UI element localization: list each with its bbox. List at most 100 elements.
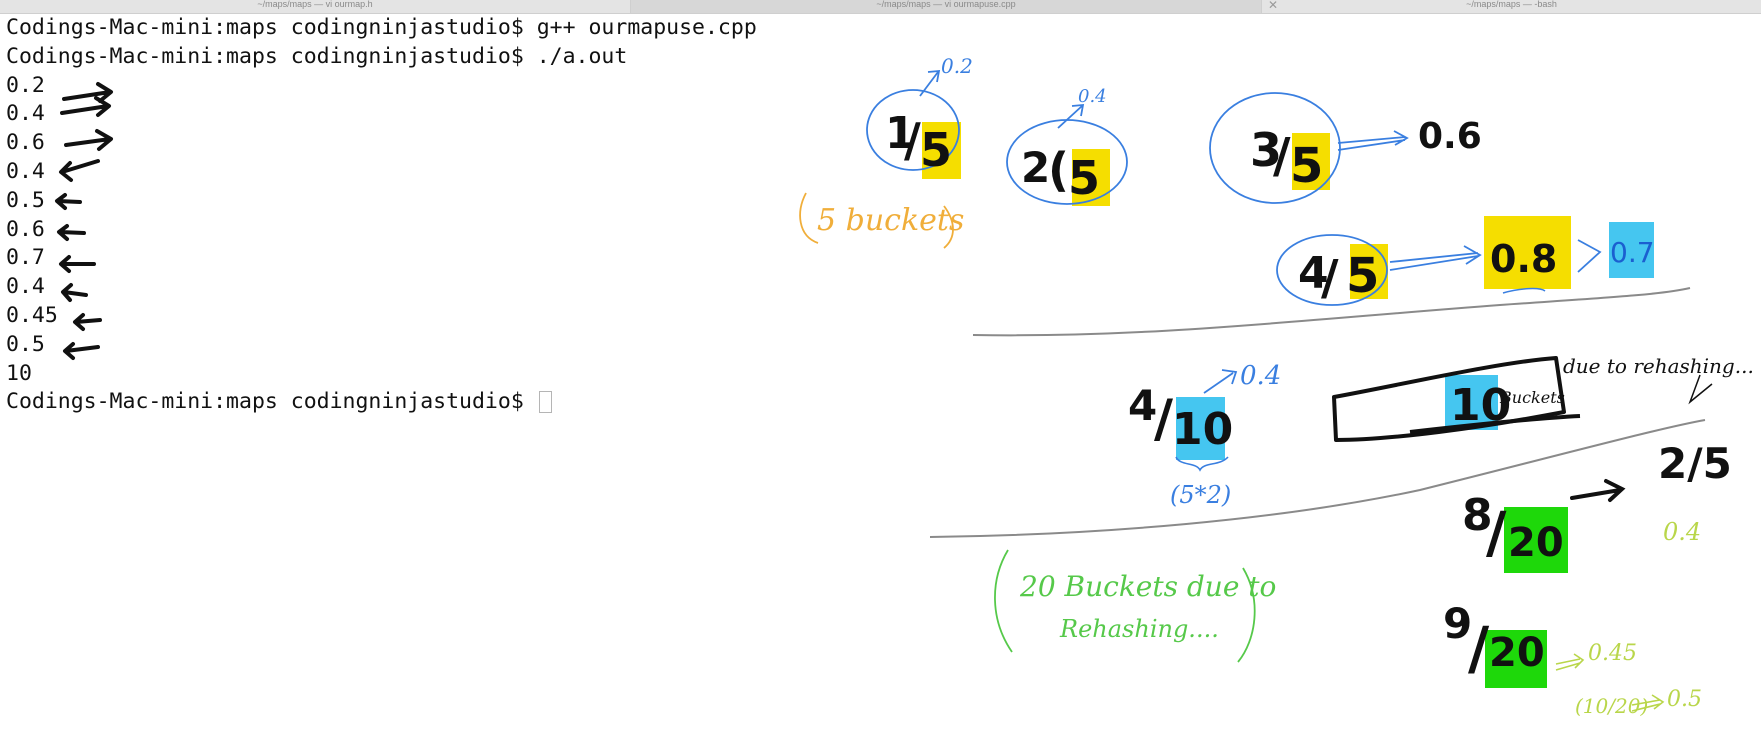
- close-tab-icon[interactable]: ✕: [1268, 0, 1279, 12]
- left-arrow-icon: [59, 159, 100, 182]
- circle: [866, 89, 960, 171]
- bucket-label: Buckets: [1499, 388, 1565, 407]
- slash: /: [1273, 128, 1291, 184]
- fraction-1-5: 1 / 5 0.2: [866, 54, 973, 179]
- circle: [1276, 234, 1388, 306]
- left-arrow-icon: [57, 224, 86, 241]
- subnote: (5*2): [1170, 481, 1231, 509]
- left-arrow-icon: [73, 313, 102, 331]
- numerator: 4: [1298, 248, 1329, 299]
- underline-mark: [1502, 287, 1546, 294]
- right-arrow-icon: [60, 96, 111, 117]
- value-secondary: 0.7: [1610, 236, 1655, 269]
- numerator: 9: [1443, 599, 1472, 648]
- bucket-count: 10: [1450, 380, 1511, 431]
- tab-label: ~/maps/maps — -bash: [1466, 0, 1557, 9]
- note-20-buckets: 20 Buckets due to Rehashing....: [994, 549, 1276, 663]
- slash: /: [1154, 389, 1173, 449]
- numerator: 1: [885, 108, 916, 159]
- fraction-3-5: 3 / 5 0.6: [1209, 92, 1482, 204]
- fraction-9-20: 9 / 20 0.45 (10/20) 0.5: [1443, 599, 1702, 718]
- numerator: 3: [1250, 123, 1282, 177]
- arrow-icon: [1057, 103, 1085, 129]
- left-arrow-icon: [63, 342, 100, 360]
- note-line-2: Rehashing....: [1059, 615, 1219, 643]
- left-arrow-icon: [55, 193, 82, 210]
- cursor-block: [538, 391, 552, 414]
- value: 0.8: [1490, 237, 1557, 281]
- terminal-output[interactable]: Codings-Mac-mini:maps codingninjastudio$…: [6, 14, 1106, 417]
- denominator: 10: [1172, 404, 1233, 455]
- greater-than-mark: [1577, 239, 1602, 273]
- denominator: 5: [1290, 138, 1323, 194]
- terminal-line: 0.6: [6, 130, 45, 156]
- tab-ourmapuse-cpp[interactable]: ~/maps/maps — vi ourmapuse.cpp: [631, 0, 1262, 13]
- brace-mark: [1175, 456, 1229, 472]
- right-arrow-icon: [62, 82, 113, 103]
- highlight: [1609, 222, 1654, 278]
- highlight: [1445, 375, 1498, 430]
- terminal-line: 0.5: [6, 331, 45, 357]
- slash: /: [1321, 250, 1339, 306]
- divider-line: [929, 419, 1706, 538]
- arrow-icon: [1570, 479, 1626, 502]
- highlight: [1292, 133, 1330, 190]
- terminal-prompt: Codings-Mac-mini:maps codingninjastudio$: [6, 389, 524, 415]
- highlight: [1072, 149, 1110, 206]
- highlight: [922, 122, 961, 179]
- highlight: [1176, 397, 1225, 460]
- terminal-line: 10: [6, 360, 32, 386]
- numerator: 2: [1021, 143, 1050, 192]
- buckets-10-box: 10 Buckets due to rehashing...: [1332, 354, 1754, 442]
- arrow-icon: [1631, 694, 1665, 712]
- bucket-box-outline: [1332, 356, 1566, 442]
- fraction-8-20: 8 / 20 2/5 0.4: [1462, 439, 1732, 573]
- close-paren: [943, 205, 954, 249]
- terminal-line: Codings-Mac-mini:maps codingninjastudio$…: [6, 43, 628, 69]
- note-text: 5 buckets: [817, 203, 964, 238]
- close-paren: [1237, 567, 1256, 663]
- terminal-line: 0.6: [6, 216, 45, 242]
- denominator: 20: [1489, 630, 1545, 676]
- fraction-2-5: 2 ( 5 0.4: [1006, 86, 1128, 206]
- tab-bash[interactable]: ~/maps/maps — -bash: [1262, 0, 1761, 13]
- highlight: [1504, 507, 1568, 573]
- left-arrow-icon: [59, 255, 96, 273]
- tab-label: ~/maps/maps — vi ourmap.h: [257, 0, 373, 9]
- denominator: 20: [1508, 520, 1564, 566]
- tab-ourmap-h[interactable]: ~/maps/maps — vi ourmap.h: [0, 0, 631, 13]
- highlight: [1485, 630, 1547, 688]
- value: 0.4: [1078, 86, 1107, 107]
- value: 0.4: [1663, 518, 1701, 546]
- terminal-line: 0.4: [6, 158, 45, 184]
- terminal-prompt-line: Codings-Mac-mini:maps codingninjastudio$: [6, 388, 1106, 417]
- note-line-1: 20 Buckets due to: [1019, 570, 1276, 603]
- tick-mark: [1688, 374, 1713, 405]
- divider-line: [972, 287, 1691, 337]
- denominator: 5: [1068, 151, 1100, 205]
- highlight: [1484, 216, 1571, 289]
- arrow-icon: [919, 69, 941, 97]
- left-arrow-icon: [61, 283, 88, 302]
- denominator: 5: [920, 123, 952, 177]
- fraction-4-5: 4 / 5 0.8 0.7: [1276, 216, 1655, 306]
- open-paren: [994, 549, 1013, 653]
- arrow-icon: [1203, 369, 1238, 394]
- value: 0.2: [941, 54, 973, 78]
- value: 0.45: [1588, 641, 1637, 666]
- note-5-buckets: 5 buckets: [799, 192, 964, 249]
- slash: /: [904, 113, 921, 167]
- tab-label: ~/maps/maps — vi ourmapuse.cpp: [876, 0, 1016, 9]
- value: 0.4: [1240, 361, 1281, 391]
- result: 2/5: [1658, 439, 1732, 488]
- arrow-icon: [1389, 245, 1482, 271]
- circle: [1209, 92, 1341, 204]
- terminal-line: 0.2: [6, 72, 45, 98]
- underline-mark: [1409, 414, 1581, 434]
- slash: (: [1048, 143, 1069, 197]
- denominator: 5: [1346, 248, 1379, 304]
- arrow-icon: [1555, 653, 1585, 671]
- highlight: [1350, 244, 1388, 299]
- right-arrow-icon: [64, 129, 113, 151]
